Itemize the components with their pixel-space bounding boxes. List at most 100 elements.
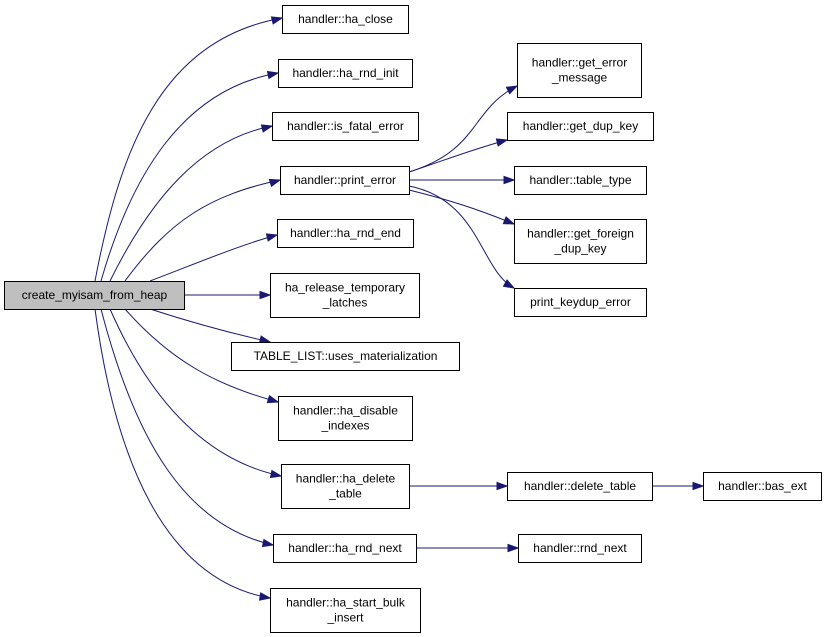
node-ha-release-temporary-latches[interactable]: ha_release_temporary_latches	[270, 273, 420, 318]
edge-arrowhead	[258, 592, 272, 601]
edge-line	[124, 308, 279, 403]
edge-arrowhead	[266, 70, 280, 80]
edge-line	[124, 179, 281, 282]
edge-root-to-ha_release_temporary_latches	[184, 290, 272, 300]
node-box	[272, 112, 419, 141]
edge-print_error-to-get_foreign_dup_key	[408, 189, 516, 225]
node-ha-close[interactable]: handler::ha_close	[282, 5, 409, 34]
node-label: handler::get_foreign	[527, 227, 634, 241]
node-box	[282, 5, 409, 34]
node-box	[270, 273, 420, 318]
edge-arrowhead	[495, 138, 509, 147]
node-bas-ext[interactable]: handler::bas_ext	[703, 472, 822, 501]
node-box	[273, 534, 417, 563]
node-ha-rnd-end[interactable]: handler::ha_rnd_end	[277, 219, 414, 248]
node-ha-disable-indexes[interactable]: handler::ha_disable_indexes	[278, 396, 413, 441]
node-is-fatal-error[interactable]: handler::is_fatal_error	[272, 112, 419, 141]
edge-arrowhead	[692, 481, 705, 491]
node-box	[703, 472, 822, 501]
edge-root-to-is_fatal_error	[109, 124, 274, 282]
node-box	[280, 166, 410, 195]
edge-delete_table-to-bas_ext	[652, 481, 705, 491]
node-box	[231, 342, 460, 371]
edge-root-to-ha_rnd_next	[100, 308, 275, 548]
edge-arrowhead	[265, 233, 279, 242]
edge-arrowhead	[269, 469, 283, 479]
node-ha-rnd-init[interactable]: handler::ha_rnd_init	[278, 59, 413, 88]
edge-line	[408, 189, 515, 225]
node-box	[507, 472, 653, 501]
edge-root-to-ha_close	[94, 16, 284, 282]
edge-root-to-ha_start_bulk_insert	[94, 308, 272, 601]
node-ha-delete-table[interactable]: handler::ha_delete_table	[281, 464, 410, 509]
edge-line	[408, 139, 508, 173]
edge-arrowhead	[507, 543, 520, 553]
edge-root-to-ha_delete_table	[109, 308, 283, 479]
node-label: handler::ha_disable	[293, 404, 398, 418]
node-box	[4, 281, 185, 310]
edge-arrowhead	[260, 124, 274, 133]
node-box	[278, 59, 413, 88]
node-rnd-next[interactable]: handler::rnd_next	[518, 534, 642, 563]
node-get-foreign-dup-key[interactable]: handler::get_foreign_dup_key	[514, 219, 647, 264]
node-ha-start-bulk-insert[interactable]: handler::ha_start_bulk_insert	[270, 588, 421, 633]
edge-line	[94, 17, 283, 282]
node-get-dup-key[interactable]: handler::get_dup_key	[507, 112, 654, 141]
nodes-layer: create_myisam_from_heap handler::ha_close…	[4, 5, 822, 633]
edge-ha_rnd_next-to-rnd_next	[416, 543, 520, 553]
node-label: print_keydup_error	[530, 295, 631, 309]
node-label: handler::ha_delete	[296, 472, 396, 486]
edge-root-to-ha_rnd_end	[149, 233, 279, 282]
node-label: handler::bas_ext	[718, 479, 807, 493]
node-delete-table[interactable]: handler::delete_table	[507, 472, 653, 501]
edge-root-to-uses_materialization	[149, 308, 272, 344]
node-label: handler::rnd_next	[533, 541, 627, 555]
node-box	[507, 112, 654, 141]
edge-line	[408, 85, 518, 173]
node-label: _latches	[322, 296, 368, 310]
node-table-type[interactable]: handler::table_type	[514, 166, 647, 195]
node-box	[518, 534, 642, 563]
node-label: handler::print_error	[294, 173, 396, 187]
node-box	[277, 219, 414, 248]
edge-arrowhead	[496, 481, 509, 491]
node-uses-materialization[interactable]: TABLE_LIST::uses_materialization	[231, 342, 460, 371]
node-label: handler::ha_rnd_init	[292, 66, 399, 80]
edges-layer	[94, 16, 705, 601]
node-label: handler::get_dup_key	[523, 119, 638, 133]
node-label: _table	[328, 487, 362, 501]
edge-arrowhead	[502, 216, 516, 225]
edge-arrowhead	[270, 16, 284, 25]
edge-print_error-to-print_keydup_error	[408, 185, 516, 289]
node-get-error-message[interactable]: handler::get_error_message	[517, 43, 642, 98]
node-label: create_myisam_from_heap	[22, 288, 168, 302]
edge-line	[100, 308, 274, 546]
node-box	[281, 464, 410, 509]
edge-arrowhead	[502, 279, 516, 289]
node-label: handler::is_fatal_error	[287, 119, 404, 133]
node-label: handler::ha_start_bulk	[286, 596, 406, 610]
node-print-keydup-error[interactable]: print_keydup_error	[514, 288, 647, 317]
edge-root-to-print_error	[124, 178, 282, 282]
edge-arrowhead	[261, 538, 275, 548]
edge-line	[109, 125, 273, 282]
node-root[interactable]: create_myisam_from_heap	[4, 281, 185, 310]
node-label: _indexes	[320, 419, 369, 433]
edge-root-to-ha_disable_indexes	[124, 308, 280, 404]
node-box	[517, 43, 642, 98]
node-print-error[interactable]: handler::print_error	[280, 166, 410, 195]
node-label: handler::get_error	[532, 56, 627, 70]
edge-print_error-to-get_error_message	[408, 85, 519, 173]
edge-arrowhead	[266, 394, 280, 404]
edge-arrowhead	[505, 85, 519, 95]
edge-line	[149, 308, 271, 343]
node-label: TABLE_LIST::uses_materialization	[254, 349, 438, 363]
edge-arrowhead	[259, 290, 272, 300]
edge-ha_delete_table-to-delete_table	[409, 481, 509, 491]
node-ha-rnd-next[interactable]: handler::ha_rnd_next	[273, 534, 417, 563]
edge-line	[94, 308, 271, 599]
edge-print_error-to-get_dup_key	[408, 138, 509, 173]
edge-line	[149, 234, 278, 282]
node-box	[514, 288, 647, 317]
edge-print_error-to-table_type	[409, 175, 516, 185]
